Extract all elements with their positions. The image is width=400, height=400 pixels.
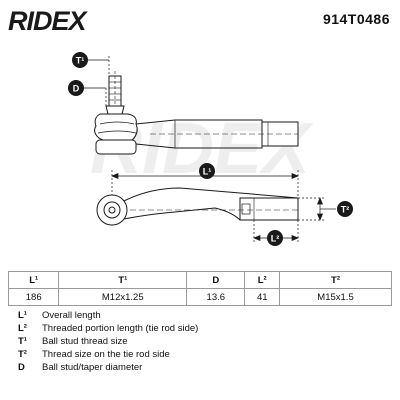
value-t2: M15x1.5 [279,288,392,306]
svg-text:T²: T² [341,205,350,215]
ball-eye-bottom-view [96,194,128,226]
tag-l2: L² [267,230,283,246]
dimension-t1 [88,56,110,78]
value-l1: 186 [7,288,60,306]
header-d: D [186,271,246,289]
legend-key: T² [18,349,27,360]
svg-text:L¹: L¹ [203,167,212,177]
value-d: 13.6 [186,288,246,306]
legend-desc: Thread size on the tie rod side [42,349,170,360]
legend: L¹ Overall length L² Threaded portion le… [18,309,388,374]
value-l2: 41 [244,288,281,306]
legend-item: T¹ Ball stud thread size [18,335,388,348]
tag-t2: T² [337,201,353,217]
spec-table-values: 186 M12x1.25 13.6 41 M15x1.5 [7,288,392,306]
arm-bottom-view [123,187,299,221]
legend-item: L¹ Overall length [18,309,388,322]
legend-key: D [18,362,25,373]
legend-desc: Threaded portion length (tie rod side) [42,323,199,334]
value-t1: M12x1.25 [58,288,188,306]
ball-stud-top-view [94,71,138,155]
header-t2: T² [279,271,392,289]
tag-d: D [68,80,84,96]
legend-desc: Ball stud thread size [42,336,128,347]
svg-text:D: D [73,84,80,94]
arm-top-view [135,119,299,149]
legend-key: L¹ [18,310,27,321]
legend-key: T¹ [18,336,27,347]
svg-text:L²: L² [271,234,280,244]
dimension-t2 [298,197,336,221]
legend-item: T² Thread size on the tie rod side [18,348,388,361]
legend-desc: Ball stud/taper diameter [42,362,143,373]
tag-l1: L¹ [199,163,215,179]
brand-logo: RIDEX [8,6,87,36]
svg-text:T¹: T¹ [76,56,85,66]
spec-table: L¹ T¹ D L² T² 186 M12x1.25 13.6 41 M15x1… [7,271,392,306]
legend-key: L² [18,323,27,334]
header-t1: T¹ [58,271,188,289]
part-number: 914T0486 [322,11,390,27]
header-l2: L² [244,271,281,289]
spec-table-header: L¹ T¹ D L² T² [7,271,392,289]
legend-desc: Overall length [42,310,101,321]
legend-item: D Ball stud/taper diameter [18,361,388,374]
technical-drawing: RIDEX [68,52,353,246]
tag-t1: T¹ [72,52,88,68]
dimension-d [84,87,107,106]
legend-item: L² Threaded portion length (tie rod side… [18,322,388,335]
header-l1: L¹ [7,271,60,289]
